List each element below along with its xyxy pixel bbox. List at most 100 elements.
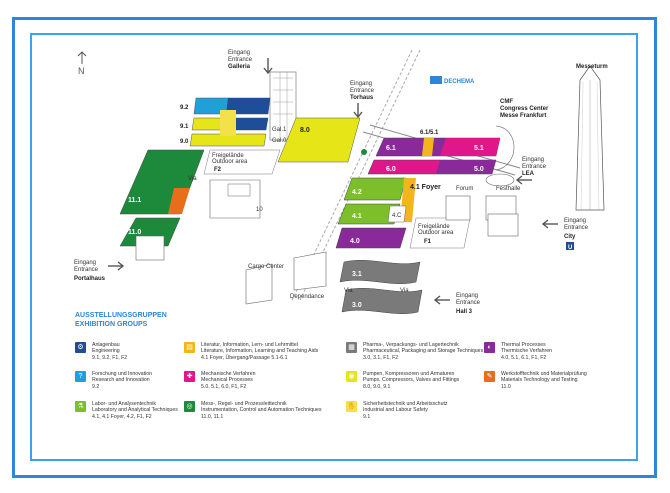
engineering-icon: ⚙ <box>75 342 86 353</box>
galleria-structure <box>269 71 297 141</box>
legend-item-de: Forschung und Innovation <box>92 371 152 377</box>
legend-item-en: Pharmaceutical, Packaging and Storage Te… <box>363 348 484 355</box>
hall-11-1-label: 11.1 <box>128 197 141 204</box>
gal-0-label: Gal.0 <box>272 138 287 144</box>
legend-item-halls: 9.1, 9.2, F1, F2 <box>92 354 128 361</box>
hall-6-1-label: 6.1 <box>386 145 396 152</box>
legend-title-de: AUSSTELLUNGSGRUPPEN <box>75 312 167 319</box>
hall-4-2-label: 4.2 <box>352 189 362 196</box>
legend-title: AUSSTELLUNGSGRUPPEN EXHIBITION GROUPS <box>75 311 167 329</box>
f1-de: Freigelände <box>418 224 450 230</box>
hall-5-1[interactable] <box>440 138 500 156</box>
entrance-portalhaus[interactable]: Eingang Entrance Portalhaus <box>74 260 125 282</box>
legend-item-halls: 4.0, 5.1, 6.1, F1, F2 <box>501 354 547 361</box>
mechanical-icon: ✚ <box>184 371 195 382</box>
hall-4-0[interactable] <box>335 227 407 249</box>
entrance-torhaus[interactable]: Eingang Entrance Torhaus <box>350 81 375 119</box>
hall-5-0-label: 5.0 <box>474 166 484 173</box>
packaging-icon: ▦ <box>346 342 357 353</box>
hall-4-c[interactable] <box>387 205 407 223</box>
outdoor-area-f1: Freigelände Outdoor area F1 <box>409 217 471 249</box>
hall-11-0-label: 11.0 <box>128 229 141 236</box>
dependance-building: Dependance <box>290 251 327 300</box>
legend-item-de: Literatur, Information, Lern- und Lehrmi… <box>201 342 298 348</box>
cargo-center: Cargo Center <box>245 263 284 305</box>
legend-item-halls: 8.0, 9.0, 9.1 <box>363 383 391 390</box>
station-icon <box>361 149 367 155</box>
via-c-label: Via <box>400 288 409 294</box>
entrance-portalhaus-name: Portalhaus <box>74 276 106 282</box>
entrance-galleria[interactable]: Eingang Entrance Galleria <box>228 50 273 75</box>
hall-3-0[interactable] <box>341 288 423 314</box>
legend-item-de: Labor- und Analysentechnik <box>92 401 157 407</box>
research-icon: ? <box>75 371 86 382</box>
hall-11-1[interactable] <box>119 149 205 215</box>
entrance-torhaus-name: Torhaus <box>350 95 374 101</box>
legend-item-de: Pharma-, Verpackungs- und Lagertechnik <box>363 342 459 348</box>
forum-label: Forum <box>456 186 473 192</box>
f2-en: Outdoor area <box>212 159 248 165</box>
legend-item-en: Materials Technology and Testing <box>501 377 578 384</box>
entrance-galleria-en: Entrance <box>228 57 253 63</box>
safety-icon: ✋ <box>346 401 357 412</box>
legend-item-halls: 3.0, 3.1, F1, F2 <box>363 354 399 361</box>
legend-item-halls: 5.0, 5.1, 6.0, F1, F2 <box>201 383 247 390</box>
hall-11-materials[interactable] <box>168 188 190 214</box>
legend-item-en: Engineering <box>92 348 120 355</box>
north-label: N <box>78 66 85 76</box>
legend-item-halls: 9.2 <box>92 383 100 390</box>
legend-item-en: Literature, Information, Learning and Te… <box>201 348 319 355</box>
hall-8-0-label: 8.0 <box>300 127 310 134</box>
hall-9-0[interactable] <box>189 133 267 147</box>
hall-9-0-label: 9.0 <box>180 139 189 145</box>
f1-code: F1 <box>424 239 432 245</box>
entrance-city[interactable]: Eingang Entrance City U <box>541 218 589 251</box>
legend-item-de: Mechanische Verfahren <box>201 371 256 377</box>
hall-4-2[interactable] <box>343 177 407 201</box>
entrance-hall3[interactable]: Eingang Entrance Hall 3 <box>433 293 481 315</box>
f2-de: Freigelände <box>212 153 244 159</box>
hall-4-1[interactable] <box>337 203 401 225</box>
entrance-galleria-de: Eingang <box>228 50 250 56</box>
cmf-line2: Congress Center <box>500 106 549 112</box>
hall-8-0[interactable] <box>277 117 361 163</box>
hall-5-1-label: 5.1 <box>474 145 484 152</box>
hall-11-0[interactable] <box>119 217 181 247</box>
legend-item-halls: 4.1 Foyer, Übergang/Passage 5.1-6.1 <box>201 354 288 361</box>
literature-icon: ▤ <box>184 342 195 353</box>
legend-item-en: Industrial and Labour Safety <box>363 407 428 414</box>
festhalle-label: Festhalle <box>496 186 521 192</box>
pump-icon: ◉ <box>346 371 357 382</box>
hall-3-1[interactable] <box>339 260 421 284</box>
legend-item-en: Laboratory and Analytical Techniques <box>92 407 178 414</box>
hall-4-1-foyer-label: 4.1 Foyer <box>410 184 441 191</box>
hall-9-2-dark[interactable] <box>226 98 270 114</box>
cargo-label: Cargo Center <box>248 264 284 270</box>
hall-9-1-label: 9.1 <box>180 124 189 130</box>
entrance-galleria-name: Galleria <box>228 64 251 70</box>
entrance-hall3-de: Eingang <box>456 293 478 299</box>
hall-passage[interactable] <box>422 138 434 156</box>
festhalle-area: Forum Festhalle <box>445 173 521 237</box>
cmf-label-group: CMF Congress Center Messe Frankfurt <box>500 99 549 119</box>
legend-title-en: EXHIBITION GROUPS <box>75 321 148 328</box>
legend-item-text: Literatur, Information, Lern- und Lehrmi… <box>201 342 318 361</box>
via-b-label: Via <box>344 288 353 294</box>
hall-6-1-5-1-label: 6.1/5.1 <box>420 130 439 136</box>
entrance-lea[interactable]: Eingang Entrance LEA <box>515 157 547 185</box>
hall-4-0-label: 4.0 <box>350 238 360 245</box>
entrance-hall3-name: Hall 3 <box>456 309 473 315</box>
hall-4-c-label: 4.C <box>392 213 402 219</box>
legend-item-de: Thermal Processes <box>501 342 546 348</box>
